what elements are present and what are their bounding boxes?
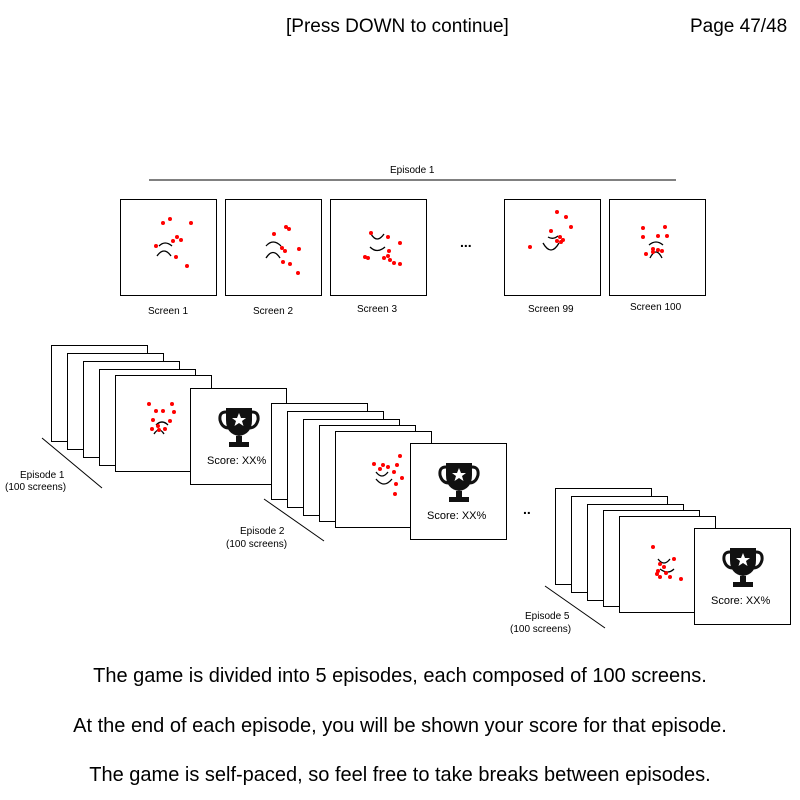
episode-5-sublabel: (100 screens) [510,624,572,635]
episode-stack-underline [41,437,103,489]
instruction-line-2: At the end of each episode, you will be … [73,715,727,737]
screen-card-1 [120,199,217,296]
episode-1-label: Episode 1 [20,470,65,481]
episode-strip-line [149,179,676,181]
page-indicator: Page 47/48 [690,16,788,37]
episode-strip-title: Episode 1 [390,165,435,176]
instruction-line-1: The game is divided into 5 episodes, eac… [93,665,707,687]
screen-label-1: Screen 1 [148,306,189,317]
score-text: Score: XX% [427,510,487,522]
stack-ellipsis: .. [523,501,531,517]
instruction-line-3: The game is self-paced, so feel free to … [89,764,711,786]
episode-1-sublabel: (100 screens) [5,482,67,493]
episode-2-sublabel: (100 screens) [226,539,288,550]
trophy-icon [218,408,260,447]
screen-label-3: Screen 3 [357,304,398,315]
score-text: Score: XX% [711,595,771,607]
episode-2-label: Episode 2 [240,526,285,537]
screen-label-100: Screen 100 [630,302,682,313]
score-card: Score: XX% [694,528,791,625]
screen-label-99: Screen 99 [528,304,574,315]
continue-prompt: [Press DOWN to continue] [286,16,509,37]
episode-5-label: Episode 5 [525,611,570,622]
score-text: Score: XX% [207,455,267,467]
screen-card-2 [225,199,322,296]
trophy-icon [438,463,480,502]
screen-card-3 [330,199,427,296]
screen-label-2: Screen 2 [253,306,294,317]
strip-ellipsis: ... [460,234,472,250]
episode-stack-underline [263,498,325,542]
score-card: Score: XX% [410,443,507,540]
trophy-icon [722,548,764,587]
screen-card-100 [609,199,706,296]
score-card: Score: XX% [190,388,287,485]
screen-card-99 [504,199,601,296]
episode-stack-underline [544,585,606,629]
